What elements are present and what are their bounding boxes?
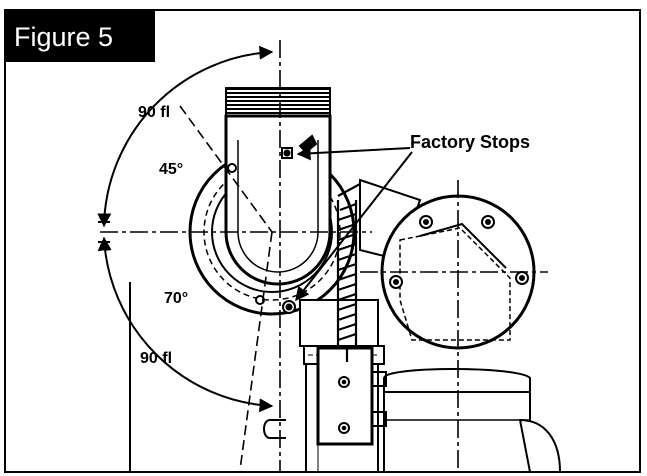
rotation-arcs <box>97 45 274 472</box>
threaded-cap <box>225 87 331 117</box>
angle-label-top: 90 fl <box>138 104 170 121</box>
factory-stops-label: Factory Stops <box>410 132 530 152</box>
base-pipe <box>383 368 531 393</box>
figure-title: Figure 5 <box>14 22 113 52</box>
motor-bolts <box>389 215 529 289</box>
arc-upper <box>97 45 274 228</box>
angle-label-45: 45° <box>159 161 183 178</box>
angle-label-bottom: 90 fl <box>140 350 172 367</box>
arc-lower <box>97 236 274 413</box>
angle-label-70: 70° <box>164 290 188 307</box>
factory-stops-leaders <box>295 146 413 302</box>
